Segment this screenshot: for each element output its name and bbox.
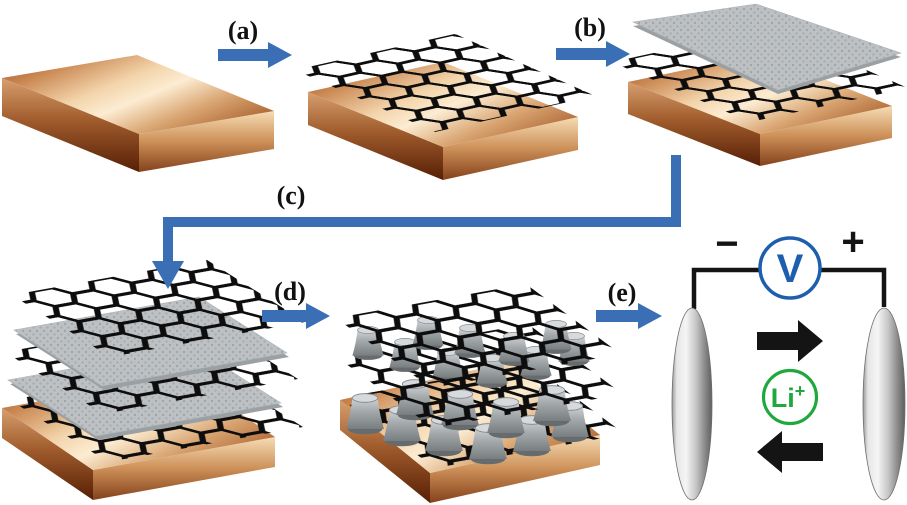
electrode-right (862, 307, 906, 501)
copper-slab-front-left (2, 78, 139, 172)
copper-foil-panel (2, 55, 274, 172)
copper-slab-front-right (760, 106, 892, 166)
battery-cell-panel: V − + Li+ (671, 220, 906, 501)
copper-slab-front-right (139, 111, 274, 172)
stacked-layers-panel (2, 259, 305, 500)
graphene-lattice-top (12, 259, 305, 357)
step-label-b: (b) (574, 13, 606, 42)
step-arrow-b (556, 41, 630, 67)
copper-slab-front-left (628, 82, 760, 166)
wire (691, 267, 887, 309)
step-labels: (a) (b) (c) (d) (e) (228, 13, 637, 307)
lithium-ion-circle (761, 368, 819, 426)
step-arrow-c (152, 155, 681, 289)
copper-slab-front-right (93, 437, 275, 500)
step-label-d: (d) (274, 277, 306, 306)
copper-slab-front-right (443, 117, 578, 180)
minus-sign: − (715, 222, 738, 266)
voltmeter-label: V (777, 247, 804, 291)
graphene-on-copper-panel (295, 33, 596, 180)
step-label-c: (c) (277, 181, 306, 210)
ion-flow-arrows (757, 320, 823, 473)
graphene-lattice-top (336, 284, 621, 389)
voltmeter-circle (758, 236, 822, 300)
graphene-lattice (295, 33, 596, 132)
lithium-ion-label: Li+ (771, 381, 806, 413)
step-arrow-a (218, 42, 292, 68)
step-label-a: (a) (228, 16, 258, 45)
separator-sheet (631, 3, 902, 91)
step-label-e: (e) (608, 278, 637, 307)
copper-slab-top (2, 55, 274, 134)
step-arrow-d (262, 303, 330, 329)
lithium-ion-badge: Li+ (761, 368, 819, 426)
electrode-left (671, 307, 713, 501)
plus-sign: + (841, 220, 864, 264)
separator-stacking-panel (612, 3, 907, 166)
ion-flow-arrow-left (757, 431, 823, 473)
copper-slab-front-right (430, 435, 600, 503)
ion-flow-arrow-right (757, 320, 823, 362)
step-arrows (152, 41, 681, 329)
copper-slab-front-left (2, 408, 93, 500)
step-arrow-e (596, 303, 662, 329)
pillared-graphene-panel (336, 284, 625, 503)
copper-slab-front-left (308, 92, 443, 180)
